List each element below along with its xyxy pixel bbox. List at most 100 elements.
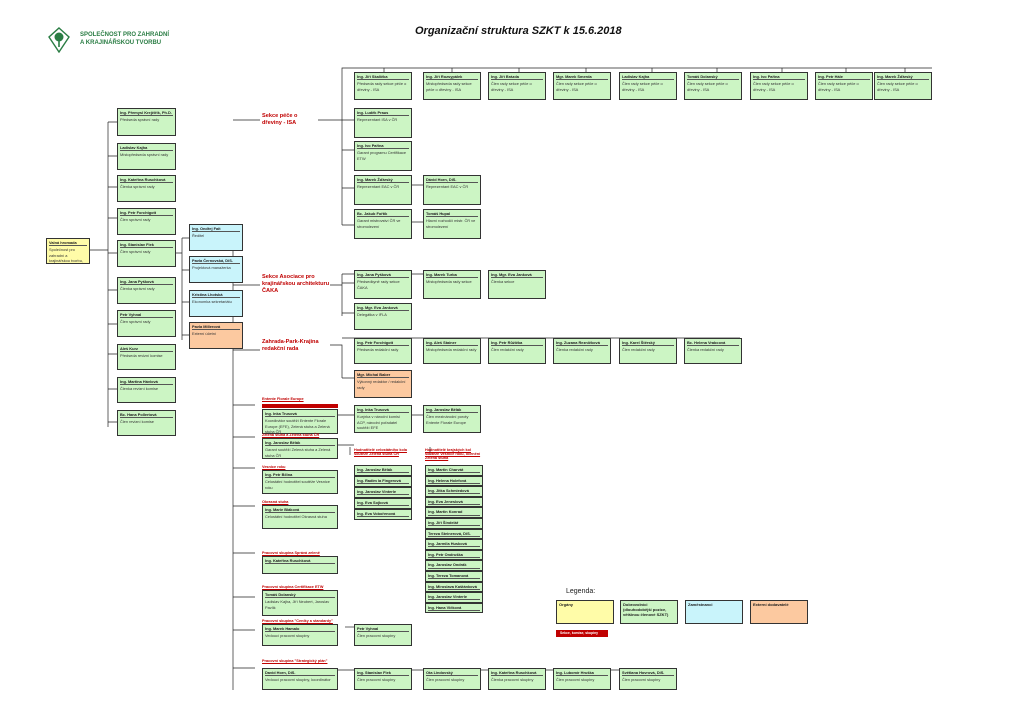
person-role: Členka správní rady (120, 184, 155, 190)
zs-regional-member: Tereza Steinerová, DiS. (425, 528, 483, 540)
strategic-plan-member: David Horn, DiS.Vedoucí pracovní skupiny… (262, 668, 338, 690)
person-name: Ing. Jana Pyšková (120, 279, 173, 286)
person-role: Předseda rady sekce péče o dřeviny - ISA (357, 81, 407, 92)
person-name: Bc. Hana Pollertová (120, 412, 173, 419)
person-role: Garant programu Certifikace ETW (357, 150, 407, 161)
legend-item: Dobrovolníci (dlouhodobější pozice, větš… (620, 600, 678, 624)
person-name: Ing. Martin Charvát (428, 467, 480, 474)
person-name: Ladislav Kajha (120, 145, 173, 152)
zs-regional-member: Ing. Helena Holefová (425, 475, 483, 487)
section-caka: Sekce Asociace pro krajinářskou architek… (262, 274, 330, 294)
section-isa: Sekce péče o dřeviny - ISA (262, 113, 298, 126)
person-role: Člen pracovní skupiny (622, 677, 661, 683)
person-name: Pavla Černovská, DiS. (192, 258, 240, 265)
person-name: Ing. Jaroslav Ondrák (428, 562, 480, 569)
person-name: Ing. Ivo Pařina (357, 143, 409, 150)
person-role: Společnost pro zahradní a krajinářskou t… (49, 247, 83, 263)
group-label-vesnice-roku: Vesnice roku (262, 465, 286, 469)
group-label-sprava-zelene: Pracovní skupina Správá zeleně (262, 551, 320, 555)
person-role: Člen rady sekce péče o dřeviny - ISA (687, 81, 728, 92)
person-role: Člen správní rady (120, 217, 151, 223)
zs-national-member: Ing. Jaroslav Bělák (354, 465, 412, 476)
person-name: Pavla Millerová (192, 324, 240, 331)
person-role: Předseda správní rady (120, 117, 160, 123)
person-name: Valná hromada (49, 240, 87, 247)
section-zpk: Zahrada-Park-Krajina redakční rada (262, 339, 319, 352)
person-role: Člen redakční rady (622, 347, 655, 353)
person-role: Člen pracovní skupiny (357, 677, 396, 683)
group-label-efe: Entente Florale Europe (262, 397, 304, 401)
person-role: Člen rady sekce péče o dřeviny - ISA (622, 81, 663, 92)
person-role: Členka pracovní skupiny (491, 677, 534, 683)
person-role: Delegátka v IFLA (357, 312, 387, 318)
person-name: Ing. Petr Forchtgott (357, 340, 409, 347)
person-role: Vedoucí pracovní skupiny, koordinátor (265, 677, 331, 683)
legend-item: Orgány (556, 600, 614, 624)
person-name: David Horn, DiS. (265, 670, 335, 677)
person-name: Ing. Marie Bláková (265, 507, 335, 514)
person-role: Členka revizní komise (120, 386, 159, 392)
organization-name: SPOLEČNOST PRO ZAHRADNÍ A KRAJINÁŘSKOU T… (80, 32, 169, 47)
person-name: Ing. Eva Jeneslová (428, 499, 480, 506)
zs-regional-member: Ing. Jaroslav Ondrák (425, 560, 483, 571)
person-name: Ing. Jiří Rozsypálek (426, 74, 478, 81)
person-name: Ing. Kateřina Ruschková (120, 177, 173, 184)
person-role: Ladislav Kajha, Jiří Neubert, Jaroslav P… (265, 599, 330, 610)
person-role: Člen pracovní skupiny (357, 633, 396, 639)
person-name: Ing. Stanislav Fiek (357, 670, 409, 677)
person-role: Reprezentant EAC v ČR (357, 184, 400, 190)
person-role: Ekonomka sekretariátu (192, 299, 232, 305)
person-name: Aleš Kurz (120, 346, 173, 353)
person-name: Ing. Zuzana Rezničková (556, 340, 608, 347)
group-label-okrasna-stuha: Okrasná stuha (262, 500, 289, 504)
person-name: Bc. Helena Vrabcová (687, 340, 739, 347)
person-role: Reprezentant ISA v ČR (357, 117, 398, 123)
person-name: Mgr. Michal Baber (357, 372, 409, 379)
zs-regional-member: Ing. Miroslava Kaštánková (425, 581, 483, 593)
zs-regional-member: Ing. Jitka Schmiedová (425, 486, 483, 497)
person-role: Předseda revizní komise (120, 353, 163, 359)
person-name: Mgr. Marek Smerda (556, 74, 608, 81)
person-name: Ing. Petr Ondruška (428, 552, 480, 559)
person-role: Místopředseda rady sekce péče o dřeviny … (426, 81, 472, 92)
person-role: Garant soutěží Zelená stuha a Zelená stu… (265, 447, 331, 458)
person-name: Ing. Mgr. Eva Janková (491, 272, 543, 279)
person-name: Kristina Lhotská (192, 292, 240, 299)
legend-red-bar (556, 630, 608, 637)
person-name: Petr Vyhnal (357, 626, 409, 633)
person-name: Ota Lindovský (426, 670, 478, 677)
zs-national-member: Ing. Eva Sojková (354, 498, 412, 509)
person-role: Místopředseda správní rady (120, 152, 169, 158)
person-name: Ing. Inka Trusová (265, 411, 335, 418)
person-name: Ing. Eva Sojková (357, 500, 409, 507)
person-name: Ing. Marek Žďárský (357, 177, 409, 184)
group-label-zs-national: Hodnotitelé celostátního kola soutěže Ze… (354, 448, 407, 456)
person-name: Ing. Tereza Tomanová (428, 573, 480, 580)
person-name: Bc. Jakub Fořtík (357, 211, 409, 218)
person-role: Ředitel (192, 233, 205, 239)
person-name: Ing. Marek Turba (426, 272, 478, 279)
person-name: Ing. Marek Žďárský (877, 74, 929, 81)
